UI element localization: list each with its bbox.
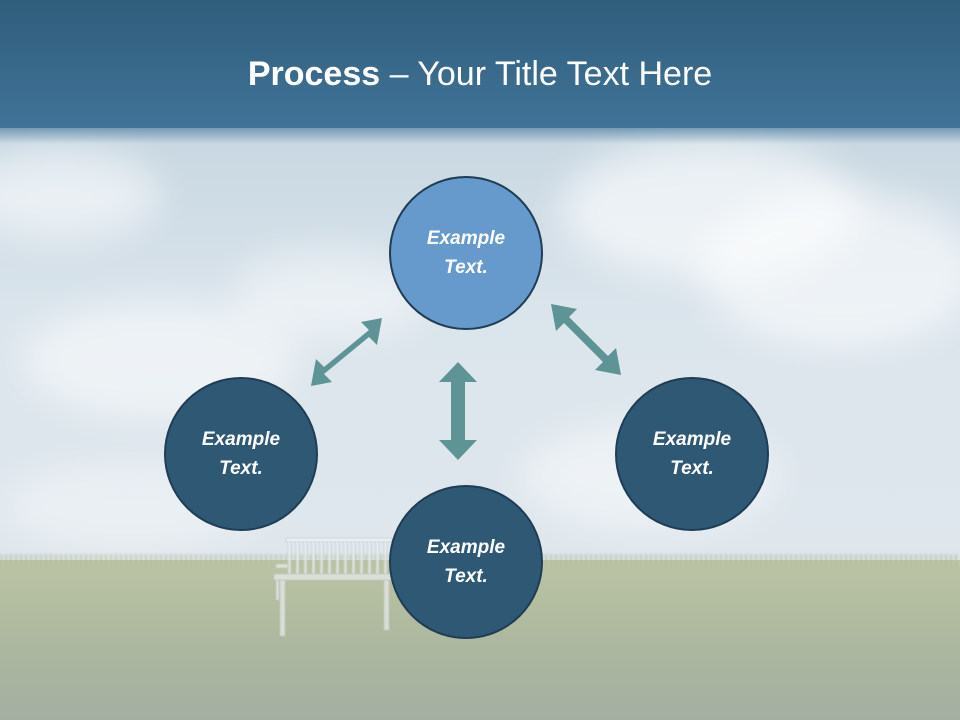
process-node-right: Example Text. <box>615 377 769 531</box>
bench-image <box>273 537 399 637</box>
page-title: Process – Your Title Text Here <box>0 52 960 96</box>
double-arrow-left <box>311 318 382 386</box>
title-bold-text: Process <box>247 55 381 93</box>
process-node-top: Example Text. <box>389 176 543 330</box>
title-bar: Process – Your Title Text Here <box>0 0 960 144</box>
double-arrow-vertical <box>439 362 477 460</box>
cloud <box>700 190 960 350</box>
node-text-line: Text. <box>444 257 488 278</box>
node-text-line: Text. <box>670 458 714 479</box>
node-text-line: Example <box>426 228 506 249</box>
cloud <box>0 150 160 240</box>
process-node-left: Example Text. <box>164 377 318 531</box>
node-text-line: Text. <box>444 566 488 587</box>
title-text: – Your Title Text Here <box>380 55 713 93</box>
node-text-line: Example <box>652 429 732 450</box>
process-node-bottom: Example Text. <box>389 485 543 639</box>
node-text-line: Example <box>201 429 281 450</box>
double-arrow-right <box>551 304 621 375</box>
node-text-line: Text. <box>219 458 263 479</box>
node-text-line: Example <box>426 537 506 558</box>
